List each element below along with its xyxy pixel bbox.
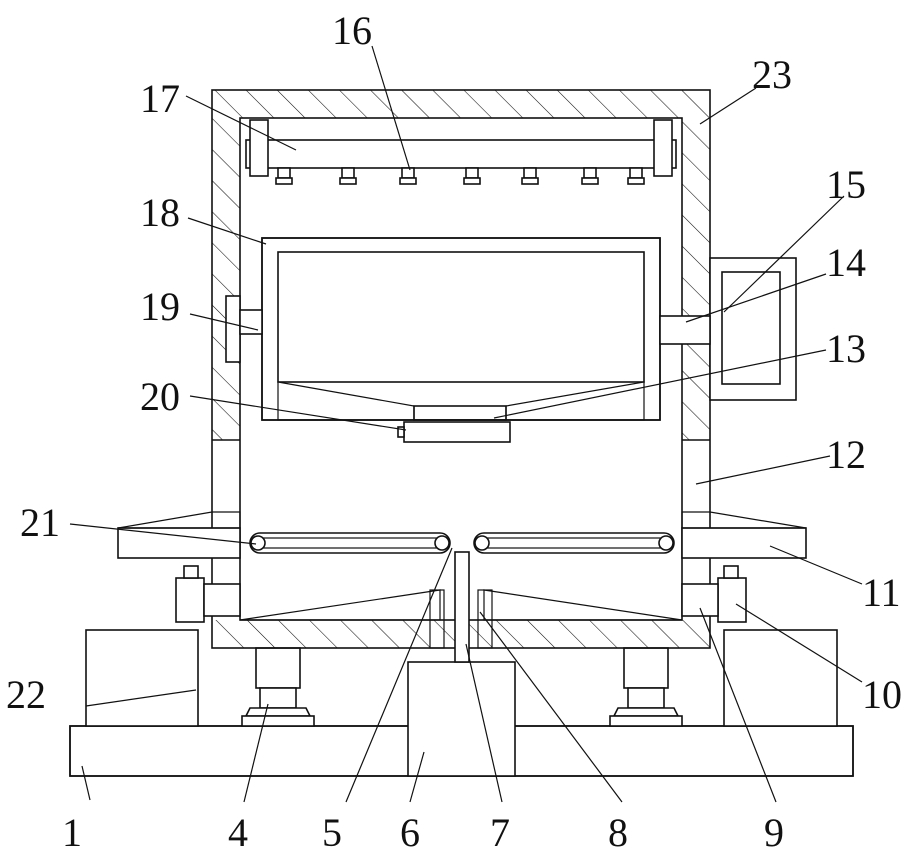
inner-drum [262,238,660,420]
callout-18: 18 [140,190,180,235]
spray-nozzles [276,168,644,184]
callout-22: 22 [6,672,46,717]
callout-9: 9 [764,810,784,855]
discharge-valve [398,422,510,442]
callout-16: 16 [332,8,372,53]
callout-5: 5 [322,810,342,855]
callout-23: 23 [752,52,792,97]
callout-20: 20 [140,374,180,419]
callout-6: 6 [400,810,420,855]
spray-bar [246,120,676,184]
side-block-left [86,630,198,726]
callout-11: 11 [862,570,901,615]
shock-absorber-left [242,648,314,726]
callout-13: 13 [826,326,866,371]
motor [660,258,796,400]
callout-7: 7 [490,810,510,855]
support-bar-left [118,512,240,558]
support-bar-right [682,512,806,558]
callout-21: 21 [20,500,60,545]
callout-4: 4 [228,810,248,855]
conveyor-belt-left [250,533,450,553]
callout-19: 19 [140,284,180,329]
callout-1: 1 [62,810,82,855]
callout-14: 14 [826,240,866,285]
callout-8: 8 [608,810,628,855]
center-post [408,662,515,776]
callout-10: 10 [862,672,902,717]
callout-12: 12 [826,432,866,477]
shock-absorber-right [610,648,682,726]
clamp-left [176,566,240,622]
callout-15: 15 [826,162,866,207]
conveyor-belt-right [474,533,674,553]
side-mount [226,296,262,362]
clamp-right [682,566,746,622]
callout-17: 17 [140,76,180,121]
